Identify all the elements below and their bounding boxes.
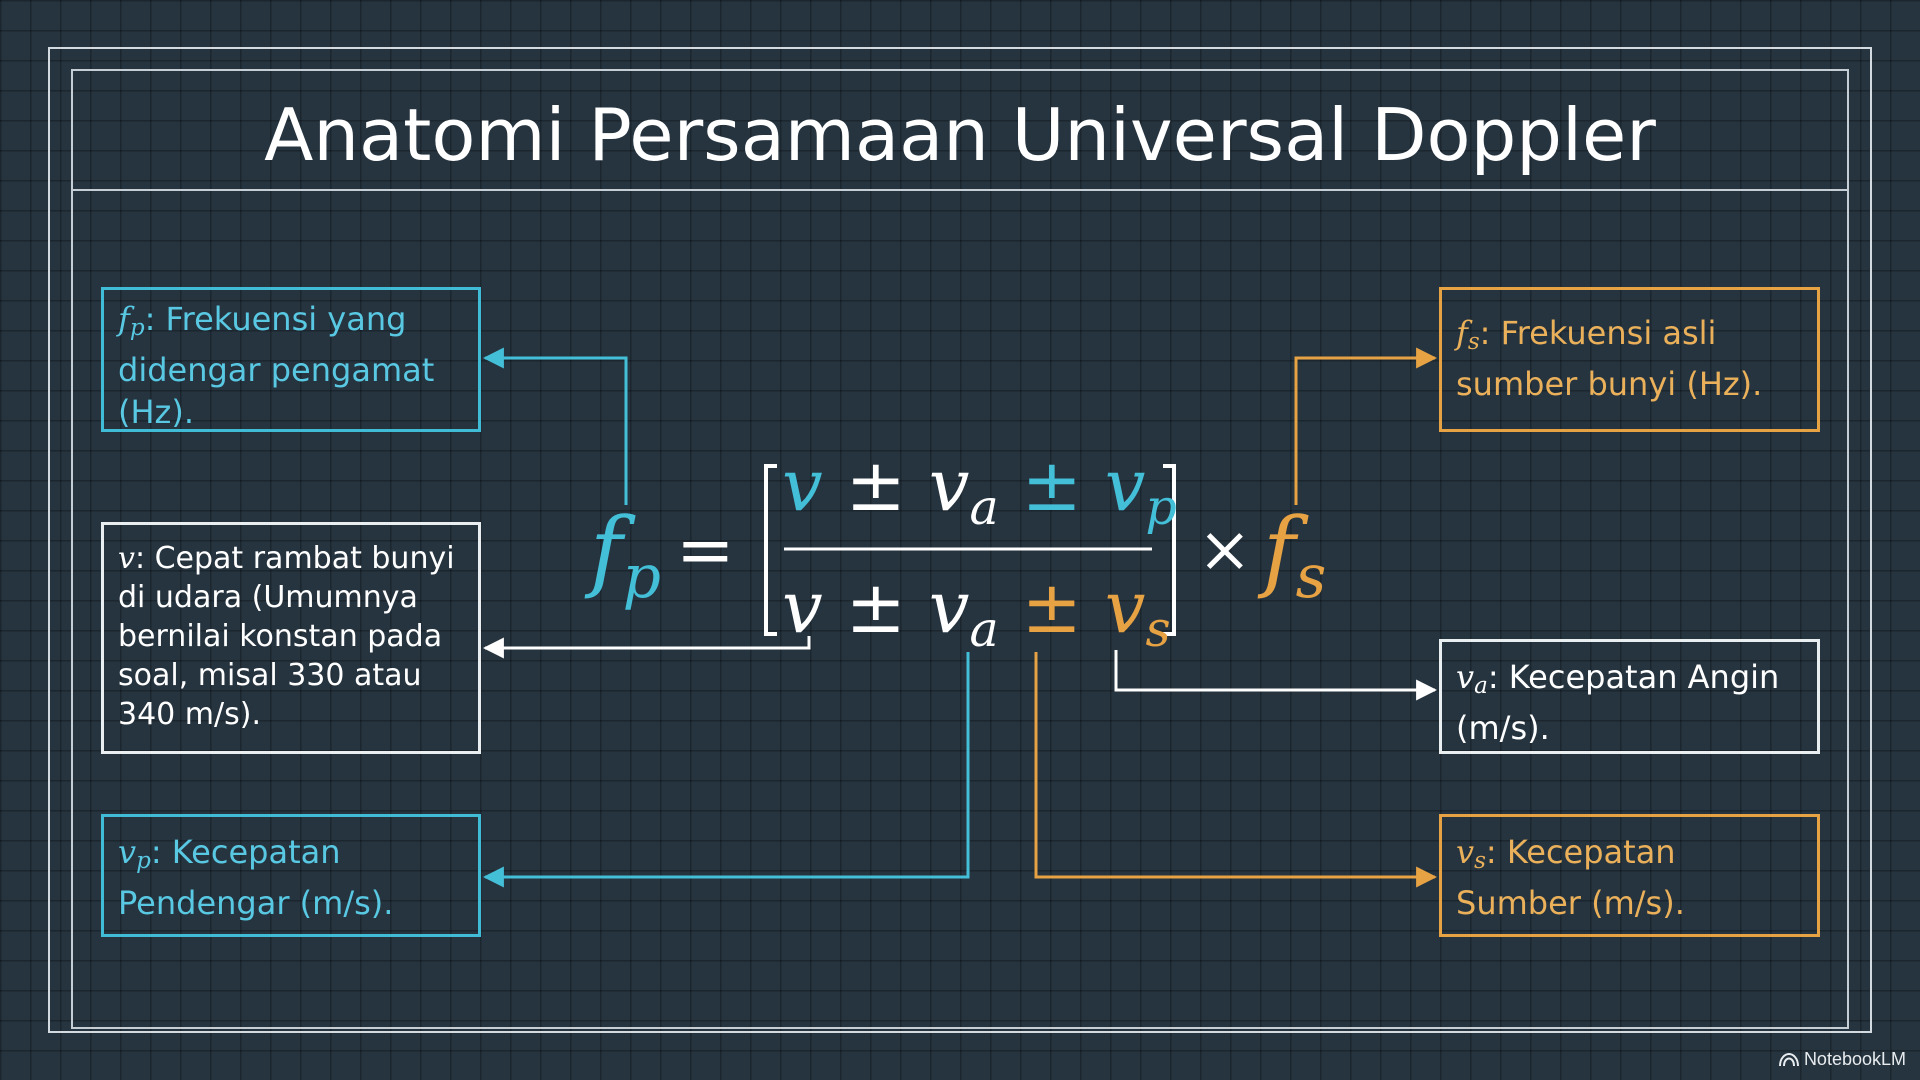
inner-frame	[71, 69, 1849, 1029]
equation-numerator: v ± va ± vp	[782, 443, 1177, 536]
definition-v: v: Cepat rambat bunyi di udara (Umumnya …	[101, 522, 481, 754]
connector-fs	[1294, 347, 1438, 505]
definition-va: va: Kecepatan Angin (m/s).	[1439, 639, 1820, 754]
equation-denominator: v ± va ± vs	[782, 565, 1171, 658]
title-divider	[71, 189, 1849, 191]
right-bracket	[1163, 464, 1176, 636]
brand-watermark: NotebookLM	[1778, 1049, 1906, 1070]
left-bracket	[764, 464, 777, 636]
connector-fp	[482, 347, 628, 505]
equation-fp: fp	[590, 498, 661, 612]
equation-fs: fs	[1263, 498, 1327, 612]
connector-v	[482, 636, 811, 659]
definition-vp: vp: Kecepatan Pendengar (m/s).	[101, 814, 481, 937]
page-title: Anatomi Persamaan Universal Doppler	[264, 93, 1656, 177]
brand-name: NotebookLM	[1803, 1049, 1906, 1069]
connector-va	[1114, 650, 1438, 701]
definition-fs: fs: Frekuensi asli sumber bunyi (Hz).	[1439, 287, 1820, 432]
connector-vs	[1034, 652, 1438, 888]
definition-fp: fp: Frekuensi yang didengar pengamat (Hz…	[101, 287, 481, 432]
definition-vs: vs: Kecepatan Sumber (m/s).	[1439, 814, 1820, 937]
connector-vp	[482, 652, 970, 888]
equation-equals: =	[676, 509, 735, 591]
equation-times: ×	[1198, 513, 1252, 587]
notebooklm-logo-icon	[1778, 1052, 1799, 1066]
outer-frame	[48, 47, 1872, 1033]
